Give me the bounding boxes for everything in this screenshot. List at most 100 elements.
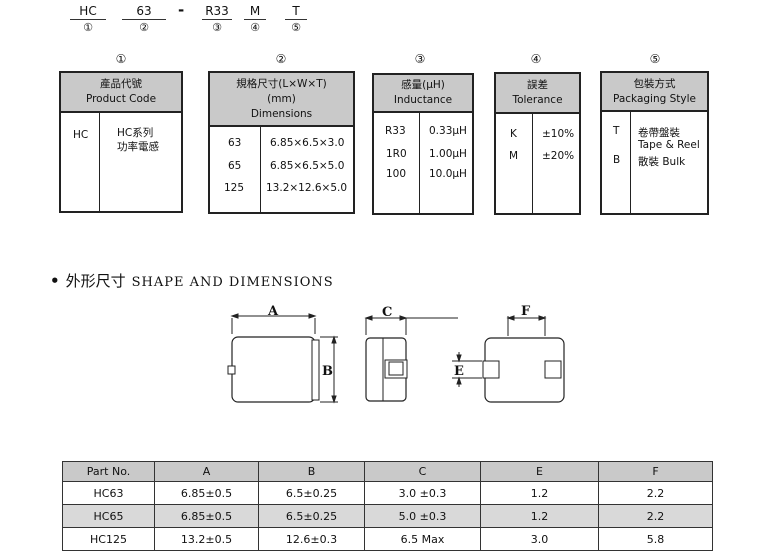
- table-cell: 3.0 ±0.3: [364, 481, 481, 505]
- inductance-title-en: Inductance: [393, 94, 453, 106]
- column-divider: [630, 110, 631, 213]
- dimensions-table: Part No. A B C E F HC63 6.85±0.5 6.5±0.2…: [62, 461, 713, 551]
- table-cell: HC63: [62, 481, 155, 505]
- bottom-view-drawing: [452, 315, 565, 403]
- table-row: HC125 13.2±0.5 12.6±0.3 6.5 Max 3.0 5.8: [62, 527, 713, 551]
- tolerance-value: ±20%: [542, 150, 575, 162]
- inductance-title-cn: 感量(μH): [401, 79, 445, 91]
- dimensions-code: 65: [228, 160, 242, 172]
- column-header: A: [154, 461, 259, 482]
- box-index-1: ①: [115, 52, 127, 66]
- dimensions-value: 6.85×6.5×3.0: [270, 137, 345, 149]
- table-cell: HC125: [62, 527, 155, 551]
- pn-dash: -: [178, 1, 185, 19]
- packaging-title-en: Packaging Style: [612, 92, 696, 105]
- packaging-code: T: [613, 125, 620, 137]
- column-header: B: [258, 461, 365, 482]
- dimension-label-c: C: [382, 305, 392, 320]
- dimensions-header: 規格尺寸(L×W×T) (mm) Dimensions: [210, 73, 353, 127]
- table-cell: 5.0 ±0.3: [364, 504, 481, 528]
- pn-index: ②: [139, 21, 149, 34]
- table-cell: 6.85±0.5: [154, 481, 259, 505]
- column-header: Part No.: [62, 461, 155, 482]
- section-title-cn: 外形尺寸: [65, 272, 126, 290]
- table-cell: 6.5 Max: [364, 527, 481, 551]
- tolerance-box: 誤差 Tolerance K ±10% M ±20%: [494, 72, 581, 215]
- dimensions-title-unit: (mm): [267, 92, 296, 105]
- table-cell: 1.2: [480, 504, 599, 528]
- inductance-code: 1R0: [386, 148, 407, 160]
- tolerance-code: K: [510, 128, 517, 140]
- tolerance-header: 誤差 Tolerance: [496, 74, 579, 114]
- table-cell: 6.85±0.5: [154, 504, 259, 528]
- column-header: F: [598, 461, 713, 482]
- tolerance-title-cn: 誤差: [527, 79, 548, 91]
- pn-code: R33: [202, 4, 232, 20]
- table-cell: 6.5±0.25: [258, 504, 365, 528]
- column-divider: [260, 125, 261, 212]
- table-cell: 5.8: [598, 527, 713, 551]
- table-cell: 12.6±0.3: [258, 527, 365, 551]
- dimensions-value: 13.2×12.6×5.0: [266, 182, 348, 194]
- dimensions-box: 規格尺寸(L×W×T) (mm) Dimensions 63 6.85×6.5×…: [208, 71, 355, 214]
- dimensions-code: 63: [228, 137, 242, 149]
- packaging-title-cn: 包裝方式: [633, 77, 676, 90]
- table-row: HC65 6.85±0.5 6.5±0.25 5.0 ±0.3 1.2 2.2: [62, 504, 713, 528]
- dimensions-value: 6.85×6.5×5.0: [270, 160, 345, 172]
- column-header: C: [364, 461, 481, 482]
- inductance-code: 100: [386, 168, 407, 180]
- table-cell: 1.2: [480, 481, 599, 505]
- pn-segment-4: M ④: [244, 4, 266, 34]
- product-code-title-cn: 產品代號: [100, 78, 142, 90]
- dimension-label-a: A: [267, 304, 279, 319]
- product-code-header: 產品代號 Product Code: [61, 73, 181, 113]
- box-index-2: ②: [275, 52, 287, 66]
- pn-index: ①: [83, 21, 93, 34]
- pn-code: HC: [70, 4, 106, 20]
- dimensions-title-cn: 規格尺寸(L×W×T): [236, 77, 327, 90]
- dimension-label-f: F: [521, 304, 531, 319]
- packaging-code: B: [613, 154, 621, 166]
- section-title-en: SHAPE AND DIMENSIONS: [131, 275, 334, 290]
- inductance-value: 1.00μH: [429, 148, 467, 160]
- packaging-box: 包裝方式 Packaging Style T 卷帶盤裝 Tape & Reel …: [600, 71, 709, 215]
- pn-segment-1: HC ①: [70, 4, 106, 34]
- table-header-row: Part No. A B C E F: [62, 461, 713, 482]
- table-cell: 13.2±0.5: [154, 527, 259, 551]
- pn-index: ④: [250, 21, 260, 34]
- product-code-value: HC: [73, 129, 89, 141]
- packaging-value: 散裝 Bulk: [638, 156, 686, 168]
- bullet: •: [50, 272, 60, 290]
- dimensions-title-en: Dimensions: [250, 107, 313, 120]
- table-cell: 3.0: [480, 527, 599, 551]
- product-code-desc-1: HC系列: [117, 127, 154, 139]
- dimensions-code: 125: [224, 182, 245, 194]
- inductance-box: 感量(μH) Inductance R33 0.33μH 1R0 1.00μH …: [372, 73, 474, 215]
- pn-segment-3: R33 ③: [202, 4, 232, 34]
- column-divider: [419, 111, 420, 213]
- table-row: HC63 6.85±0.5 6.5±0.25 3.0 ±0.3 1.2 2.2: [62, 481, 713, 505]
- pn-code: M: [244, 4, 266, 20]
- dimension-label-b: B: [322, 364, 333, 379]
- product-code-title-en: Product Code: [85, 93, 157, 105]
- side-view-drawing: [364, 315, 458, 402]
- table-cell: HC65: [62, 504, 155, 528]
- packaging-value-en: Tape & Reel: [638, 139, 700, 151]
- packaging-value-cn: 卷帶盤裝: [638, 127, 680, 139]
- dimension-label-e: E: [454, 364, 464, 379]
- box-index-4: ④: [530, 52, 542, 66]
- table-cell: 2.2: [598, 481, 713, 505]
- shape-drawings: A B C F E: [227, 304, 565, 404]
- section-heading: • 外形尺寸 SHAPE AND DIMENSIONS: [50, 270, 334, 291]
- box-index-3: ③: [414, 52, 426, 66]
- inductance-code: R33: [385, 125, 406, 137]
- pn-index: ⑤: [291, 21, 301, 34]
- column-divider: [532, 112, 533, 213]
- front-view-drawing: [227, 313, 338, 404]
- table-cell: 6.5±0.25: [258, 481, 365, 505]
- box-index-5: ⑤: [649, 52, 661, 66]
- packaging-header: 包裝方式 Packaging Style: [602, 73, 707, 112]
- table-cell: 2.2: [598, 504, 713, 528]
- tolerance-title-en: Tolerance: [512, 94, 563, 106]
- product-code-desc-2: 功率電感: [117, 141, 159, 153]
